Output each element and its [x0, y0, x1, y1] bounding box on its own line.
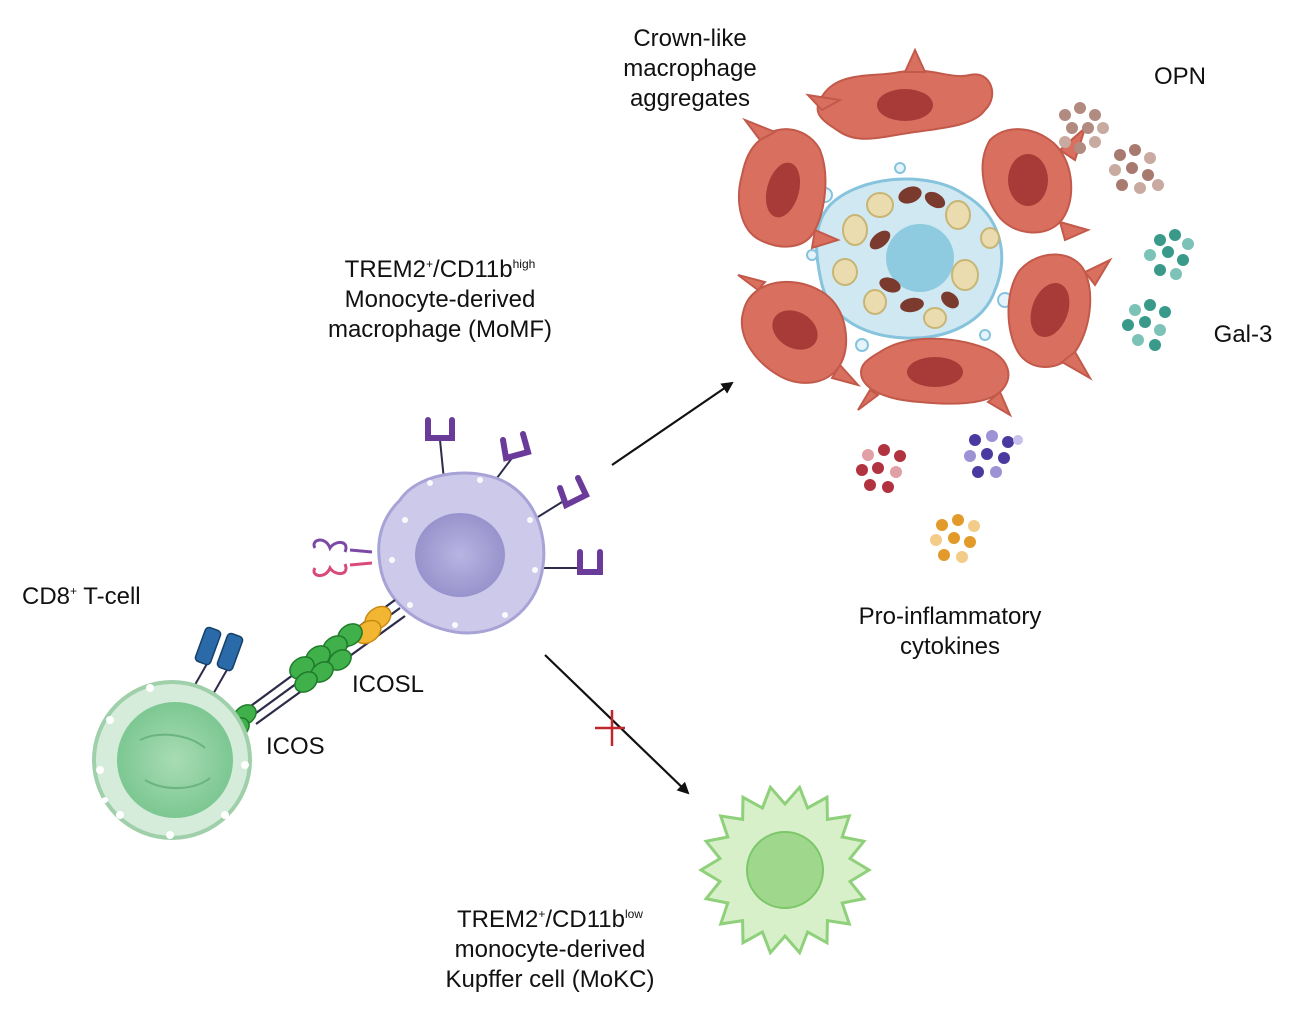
inhibition-cross-icon	[595, 710, 625, 746]
opn-secretions	[1059, 102, 1164, 194]
momf-line3: macrophage (MoMF)	[327, 316, 553, 343]
trem2-receptors	[425, 417, 603, 575]
lipid-droplets	[832, 192, 1000, 329]
momf-cd11b: /CD11b	[433, 256, 513, 283]
mokc-low: low	[624, 907, 643, 921]
label-momf: TREM2+/CD11bhigh Monocyte-derived macrop…	[290, 255, 590, 345]
cd8-base: CD8	[22, 583, 71, 610]
macrophage-bottom-left	[737, 274, 862, 387]
arrow-to-crown-like	[611, 381, 734, 466]
crown-like-structure	[737, 47, 1113, 418]
arrow-to-kupffer-blocked	[544, 654, 690, 795]
crown-line2: macrophage	[623, 55, 757, 82]
crown-line1: Crown-like	[633, 25, 747, 52]
damaged-organelles	[869, 186, 959, 313]
macrophage-right	[1007, 253, 1113, 381]
label-mokc: TREM2+/CD11blow monocyte-derived Kupffer…	[400, 905, 700, 995]
mokc-plus: +	[538, 907, 546, 921]
pro-line1: Pro-inflammatory	[858, 603, 1042, 630]
macrophage-top-left	[738, 117, 841, 250]
label-crown-like: Crown-like macrophage aggregates	[590, 24, 790, 114]
cd8-plus: +	[70, 584, 78, 598]
icos-icosl-bridge	[226, 599, 406, 739]
label-cd8-t-cell: CD8+ T-cell	[22, 582, 141, 612]
macrophage-bottom	[857, 337, 1013, 418]
mokc-line3: Kupffer cell (MoKC)	[445, 966, 655, 993]
momf-line1: TREM2+/CD11bhigh	[290, 255, 590, 285]
label-icos: ICOS	[266, 733, 325, 760]
label-pro-inflammatory: Pro-inflammatory cytokines	[820, 602, 1080, 662]
mokc-trem2: TREM2	[457, 906, 539, 933]
antibody-symbol-icon	[312, 538, 373, 577]
cytokine-cluster-orange	[930, 514, 980, 563]
macrophage-top	[805, 47, 994, 140]
momf-membrane-texture	[389, 477, 538, 628]
macrophage-top-right	[981, 124, 1091, 242]
momf-line2: Monocyte-derived	[344, 286, 536, 313]
t-cell-membrane-texture	[96, 684, 249, 839]
hepatocyte-nucleus	[886, 224, 954, 292]
label-icosl: ICOSL	[352, 671, 425, 698]
momf-cell	[312, 417, 603, 635]
label-gal3: Gal-3	[1213, 321, 1273, 348]
mokc-cell	[698, 784, 872, 956]
gal3-secretions	[1122, 229, 1194, 351]
momf-plus: +	[426, 257, 434, 271]
cytokine-cluster-red	[856, 444, 906, 493]
label-opn: OPN	[1153, 63, 1206, 90]
hepatocyte-cluster	[806, 162, 1013, 352]
momf-high: high	[512, 257, 536, 271]
mokc-line2: monocyte-derived	[454, 936, 646, 963]
macrophage-ring	[737, 47, 1113, 418]
momf-nucleus	[415, 513, 505, 597]
cd8-t-cell	[92, 626, 252, 840]
crown-line3: aggregates	[629, 85, 751, 112]
mokc-line1: TREM2+/CD11blow	[400, 905, 700, 935]
mokc-cd11b: /CD11b	[545, 906, 625, 933]
mokc-nucleus	[746, 831, 824, 909]
cd8-rest: T-cell	[77, 583, 141, 610]
momf-trem2: TREM2	[344, 256, 427, 283]
cytokine-cluster-blue	[964, 430, 1023, 478]
t-cell-nucleus	[117, 702, 233, 818]
pro-line2: cytokines	[899, 633, 1001, 660]
icos-chain	[226, 623, 363, 739]
